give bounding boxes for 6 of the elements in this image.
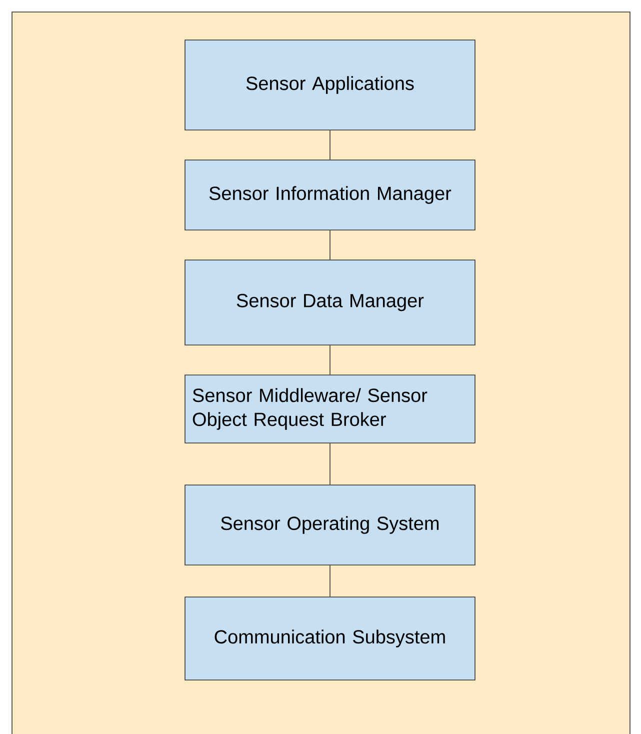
layer-box: Sensor Information Manager xyxy=(184,160,476,230)
layer-box: Communication Subsystem xyxy=(184,596,476,680)
layer-box: Sensor Middleware/ Sensor Object Request Broker xyxy=(184,374,476,444)
layer-box: Sensor Data Manager xyxy=(184,260,476,346)
layer-box: Sensor Operating System xyxy=(184,484,476,566)
layer-box: Sensor Applications xyxy=(184,40,476,130)
